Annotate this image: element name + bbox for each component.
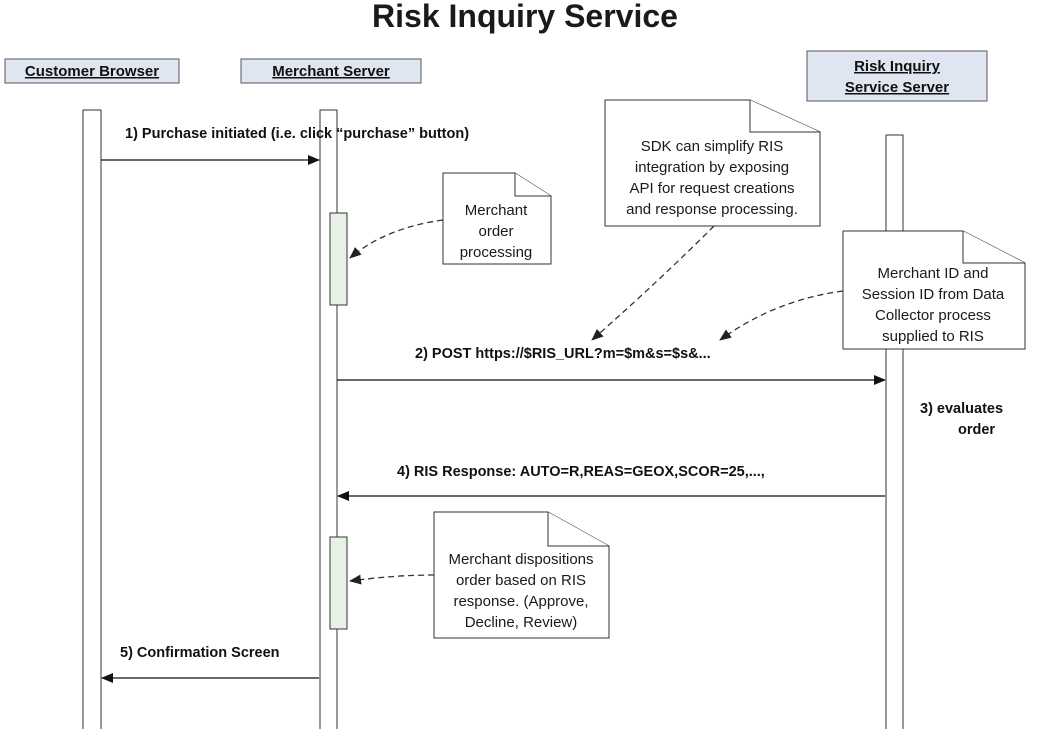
note-merchant-id-line-2: Session ID from Data [862, 286, 1005, 303]
note-order-processing-line-2: order [478, 223, 513, 240]
connector-order-processing [349, 219, 444, 259]
message-4-label: 4) RIS Response: AUTO=R,REAS=GEOX,SCOR=2… [397, 464, 765, 480]
actor-customer-browser: Customer Browser [4, 58, 180, 84]
actor-ris-server-label-1: Risk Inquiry [854, 58, 941, 75]
activation-dispositions [329, 536, 348, 630]
note-dispositions: Merchant dispositions order based on RIS… [433, 511, 610, 639]
note-order-processing: Merchant order processing [442, 172, 552, 265]
connector-dispositions [349, 574, 435, 585]
actor-customer-browser-label: Customer Browser [25, 63, 159, 80]
note-order-processing-line-1: Merchant [465, 202, 528, 219]
message-5-label: 5) Confirmation Screen [120, 645, 280, 661]
note-dispositions-line-3: response. (Approve, [453, 593, 588, 610]
diagram-title: Risk Inquiry Service [372, 0, 678, 34]
note-sdk-line-2: integration by exposing [635, 159, 789, 176]
connector-merchant-id [719, 290, 844, 341]
note-dispositions-line-2: order based on RIS [456, 572, 586, 589]
lifeline-merchant-server [319, 109, 338, 729]
note-sdk: SDK can simplify RIS integration by expo… [604, 99, 821, 227]
actor-merchant-server: Merchant Server [240, 58, 422, 84]
lifeline-ris-server [885, 134, 904, 729]
note-merchant-id: Merchant ID and Session ID from Data Col… [842, 230, 1026, 350]
note-merchant-id-line-4: supplied to RIS [882, 328, 984, 345]
message-3-label-2: order [958, 422, 995, 438]
note-dispositions-line-4: Decline, Review) [465, 614, 578, 631]
activation-order-processing [329, 212, 348, 306]
note-sdk-line-1: SDK can simplify RIS [641, 138, 784, 155]
message-2-label: 2) POST https://$RIS_URL?m=$m&s=$s&... [415, 346, 711, 362]
note-merchant-id-line-1: Merchant ID and [878, 265, 989, 282]
message-1-label: 1) Purchase initiated (i.e. click “purch… [125, 126, 469, 142]
note-sdk-line-3: API for request creations [629, 180, 794, 197]
actor-merchant-server-label: Merchant Server [272, 63, 390, 80]
note-order-processing-line-3: processing [460, 244, 533, 261]
lifeline-customer-browser [82, 109, 102, 729]
connector-sdk [591, 225, 715, 341]
actor-ris-server-label-2: Service Server [845, 79, 949, 96]
note-dispositions-line-1: Merchant dispositions [448, 551, 593, 568]
message-3-label-1: 3) evaluates [920, 401, 1003, 417]
actor-ris-server: Risk Inquiry Service Server [806, 50, 988, 102]
note-merchant-id-line-3: Collector process [875, 307, 991, 324]
note-sdk-line-4: and response processing. [626, 201, 798, 218]
